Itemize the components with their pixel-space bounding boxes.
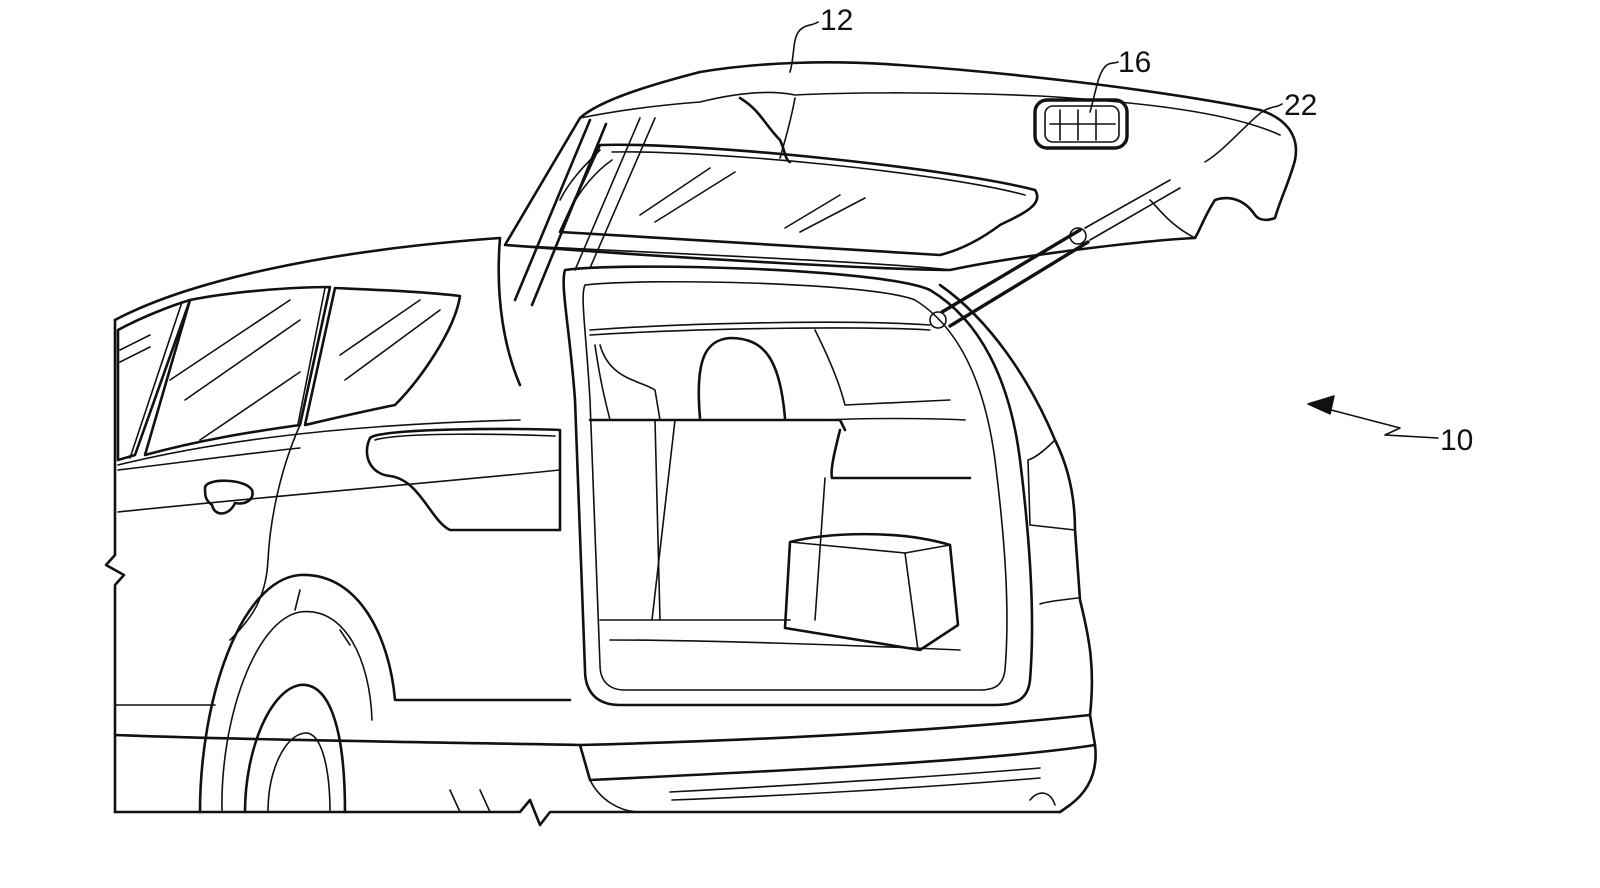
ref-numeral-10: 10 — [1440, 424, 1473, 457]
arrow-head-icon — [1307, 395, 1335, 415]
rear-wheel — [198, 573, 572, 814]
rear-door — [203, 424, 301, 641]
leader-line-22 — [1204, 103, 1283, 163]
leader-line-10 — [1311, 404, 1439, 439]
ref-numeral-12: 12 — [820, 4, 853, 37]
door-handle-icon — [203, 479, 254, 515]
quarter-panel-trim — [365, 427, 562, 532]
side-windows — [116, 285, 462, 462]
left-gas-strut — [513, 117, 656, 307]
cargo-box — [783, 532, 960, 652]
vehicle-body — [104, 236, 1062, 827]
leader-line-16 — [1089, 61, 1119, 113]
rear-corner — [938, 283, 1094, 717]
cargo-opening — [562, 265, 1034, 707]
right-gas-strut — [929, 179, 1181, 329]
liftgate — [503, 61, 1298, 307]
liftgate-glass — [558, 143, 1039, 257]
ref-numeral-22: 22 — [1284, 89, 1317, 122]
ref-numeral-16: 16 — [1118, 46, 1151, 79]
rear-bumper — [449, 713, 1097, 814]
leader-line-12 — [789, 21, 819, 73]
headrest-icon — [697, 336, 787, 420]
light-assembly — [1033, 98, 1129, 150]
reference-numerals: 12 16 22 10 — [789, 4, 1473, 457]
